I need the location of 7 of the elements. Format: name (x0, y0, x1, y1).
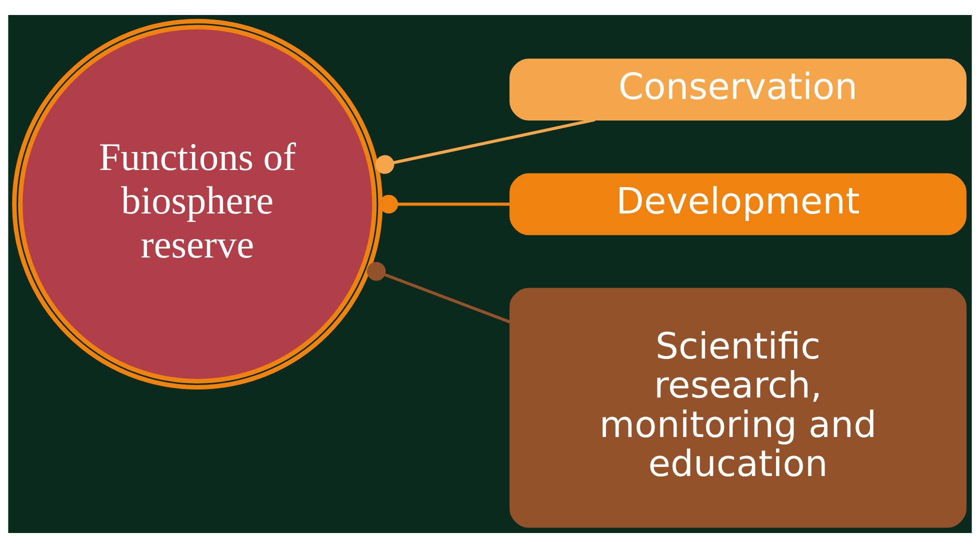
node-box: Development (510, 173, 967, 236)
node-box: Scientific research, monitoring and education (510, 288, 967, 528)
node-box: Conservation (510, 58, 967, 120)
connector (366, 262, 510, 324)
connector (379, 194, 510, 214)
node-circle: Functions of biosphere reserve (12, 18, 383, 390)
connector (375, 118, 596, 174)
